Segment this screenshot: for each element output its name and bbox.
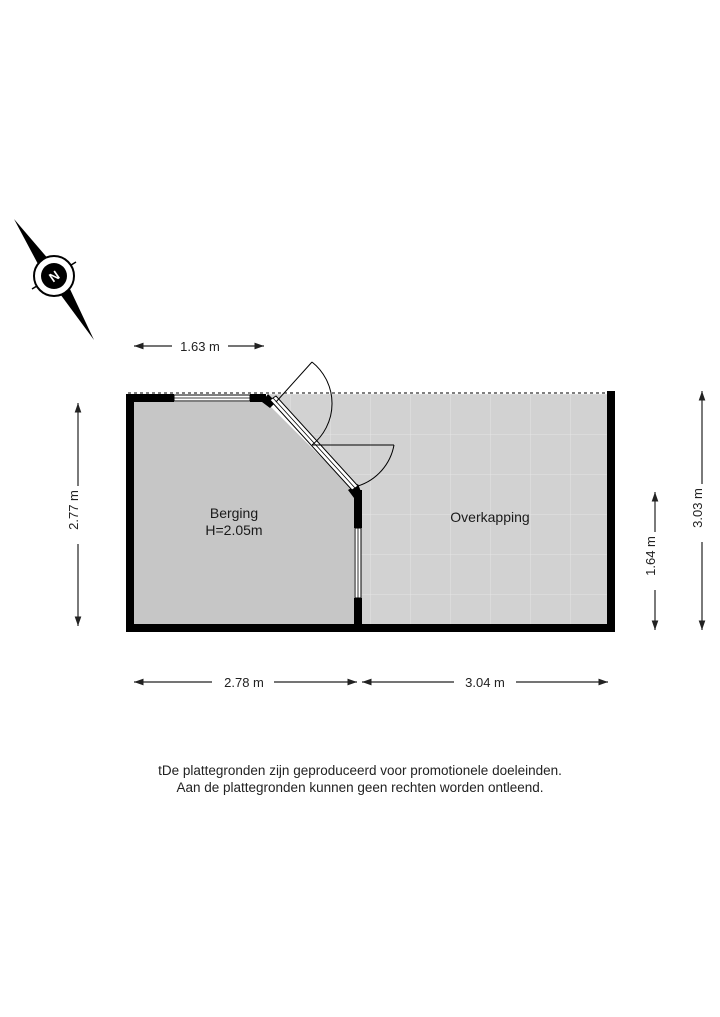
overkapping-floor: [358, 394, 610, 632]
walls: [126, 391, 615, 632]
disclaimer-line-1: tDe plattegronden zijn geproduceerd voor…: [158, 763, 562, 778]
dimension-top-width: 1.63 m: [134, 339, 264, 354]
disclaimer: tDe plattegronden zijn geproduceerd voor…: [0, 762, 720, 796]
dimension-right-outer-height: 3.03 m: [690, 391, 706, 630]
dimension-bottom-left-width: 2.78 m: [134, 675, 357, 690]
north-compass-icon: N: [14, 219, 94, 340]
room-label-berging: Berging: [210, 505, 258, 521]
dimension-right-inner-height-label: 1.64 m: [643, 536, 658, 576]
dimension-right-outer-height-label: 3.03 m: [690, 488, 705, 528]
compass: N: [14, 219, 94, 340]
dimension-right-inner-height: 1.64 m: [643, 492, 659, 630]
dimension-left-height: 2.77 m: [66, 403, 82, 626]
dimension-bottom-right-width: 3.04 m: [362, 675, 608, 690]
dimension-bottom-left-width-label: 2.78 m: [224, 675, 264, 690]
berging-floor: [134, 402, 354, 624]
room-height-berging: H=2.05m: [205, 522, 262, 538]
disclaimer-line-2: Aan de plattegronden kunnen geen rechten…: [176, 780, 544, 795]
window-top: [173, 394, 251, 402]
dimension-top-width-label: 1.63 m: [180, 339, 220, 354]
dimension-left-height-label: 2.77 m: [66, 490, 81, 530]
room-label-overkapping: Overkapping: [450, 509, 529, 525]
door-swing: [275, 361, 395, 487]
dimension-bottom-right-width-label: 3.04 m: [465, 675, 505, 690]
window-inner: [354, 527, 362, 599]
